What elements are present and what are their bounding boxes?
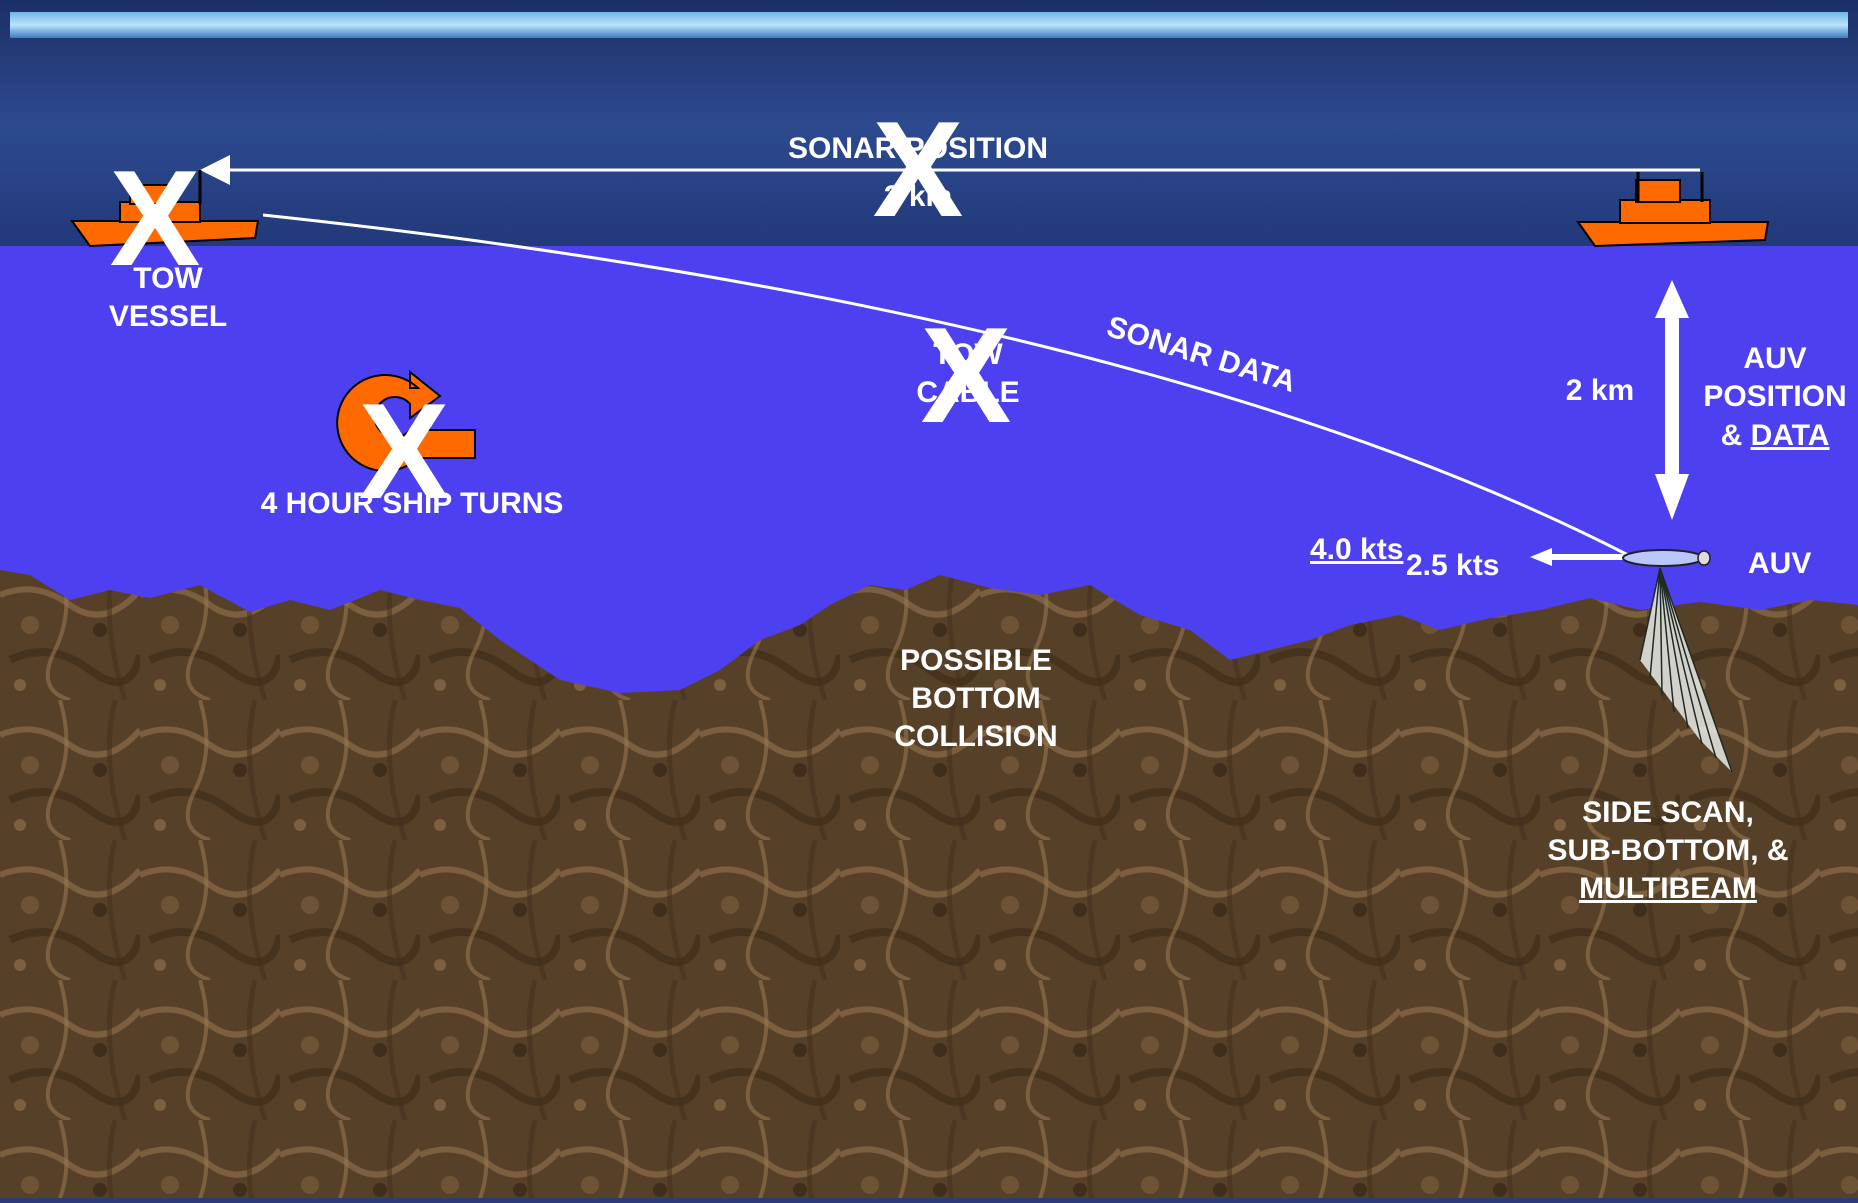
speed-label: 2.5 kts — [1406, 549, 1499, 582]
auv-position-label-line1: AUV — [1743, 342, 1806, 375]
tow-cable-label-line1: TOW — [933, 338, 1003, 371]
ship-turn-u-turn-arrow-icon — [336, 369, 476, 472]
depth-double-arrow — [1655, 280, 1689, 520]
auv-position-ampersand: & — [1721, 419, 1751, 452]
auv-position-data-word: DATA — [1751, 419, 1830, 452]
bottom-collision-label-line1: POSSIBLE — [900, 644, 1052, 677]
depth-distance-label: 2 km — [1566, 374, 1634, 407]
tow-vessel-ship-icon — [70, 170, 260, 248]
sensors-label-line1: SIDE SCAN, — [1582, 796, 1754, 829]
auv-label: AUV — [1748, 547, 1811, 580]
title-bar — [10, 12, 1848, 38]
sensors-label-line3: MULTIBEAM — [1579, 872, 1757, 905]
speed-struck-label: 4.0 kts — [1310, 533, 1403, 566]
bottom-collision-label-line3: COLLISION — [894, 720, 1057, 753]
sonar-position-distance-label: 2 km — [884, 180, 952, 213]
sky-background — [0, 0, 1858, 248]
tow-cable-label-line2: CABLE — [916, 376, 1019, 409]
sensors-label-line2: SUB-BOTTOM, & — [1547, 834, 1788, 867]
seabed — [0, 570, 1858, 1198]
bottom-collision-label-line2: BOTTOM — [911, 682, 1040, 715]
tow-vessel-label-line1: TOW — [133, 262, 203, 295]
sonar-swath-sonar-beam-icon — [1639, 567, 1733, 773]
x-mark-sonar-position: X — [873, 93, 964, 245]
x-mark-tow-vessel: X — [110, 142, 201, 294]
auv-icon — [1622, 549, 1711, 567]
sonar-data-cable — [262, 213, 1629, 557]
auv-heading-arrow — [1530, 548, 1628, 566]
ship-turns-label: 4 HOUR SHIP TURNS — [261, 487, 564, 520]
x-mark-ship-turns: X — [359, 375, 450, 527]
auv-position-label-line2: POSITION — [1703, 380, 1846, 413]
auv-position-label-line3: & DATA — [1721, 419, 1830, 452]
x-mark-tow-cable: X — [921, 299, 1012, 451]
tow-vessel-label-line2: VESSEL — [109, 300, 227, 333]
auv-support-vessel-ship-icon — [1576, 172, 1770, 248]
sonar-position-label: SONAR POSITION — [788, 132, 1048, 165]
